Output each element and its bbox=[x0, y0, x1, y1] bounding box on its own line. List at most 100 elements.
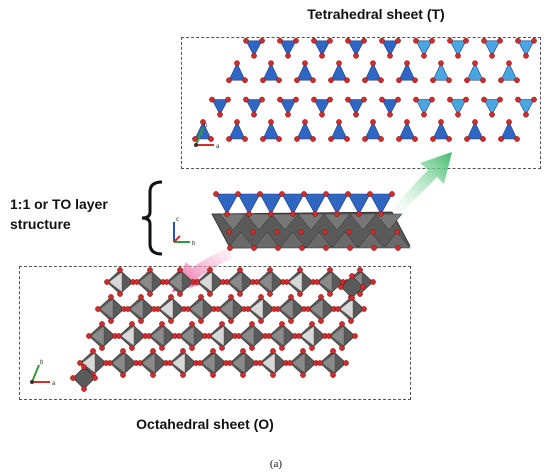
oxygen-atom bbox=[300, 372, 306, 378]
oxygen-atom bbox=[412, 77, 418, 84]
oxygen-atom bbox=[198, 318, 204, 324]
oxygen-atom bbox=[108, 318, 114, 324]
tetrahedron-side bbox=[325, 193, 349, 215]
oxygen-atom bbox=[328, 136, 334, 142]
to-layer-model bbox=[211, 191, 411, 251]
oxygen-atom bbox=[249, 345, 255, 351]
oxygen-atom bbox=[208, 136, 214, 142]
oxygen-atom bbox=[224, 211, 230, 217]
tetrahedron bbox=[466, 121, 484, 140]
axis-c-label: c bbox=[176, 217, 179, 223]
oxygen-atom bbox=[290, 211, 296, 217]
oxygen-atom bbox=[258, 318, 264, 324]
tetrahedron bbox=[483, 99, 501, 116]
oxygen-atom bbox=[125, 306, 131, 312]
tetrahedron bbox=[517, 99, 535, 116]
oxygen-atom bbox=[455, 111, 461, 118]
octahedron-face bbox=[111, 352, 126, 374]
oxygen-atom bbox=[189, 321, 195, 327]
octahedron-side bbox=[349, 213, 377, 231]
oxygen-atom bbox=[293, 96, 299, 103]
oxygen-atom bbox=[378, 136, 384, 142]
oxygen-atom bbox=[430, 136, 436, 142]
oxygen-atom bbox=[150, 372, 156, 378]
axis-b-label-oct: b bbox=[40, 360, 44, 366]
octahedron-side bbox=[297, 213, 325, 231]
oxygen-atom bbox=[185, 306, 191, 312]
octahedron-face bbox=[339, 298, 354, 320]
layer-structure-label-line1: 1:1 or TO layer bbox=[10, 196, 108, 212]
oxygen-atom bbox=[294, 136, 300, 142]
oxygen-atom bbox=[90, 348, 96, 354]
oxygen-atom bbox=[279, 191, 285, 197]
oxygen-atom bbox=[339, 321, 345, 327]
oxygen-atom bbox=[319, 52, 325, 59]
octahedron-face bbox=[231, 352, 246, 374]
tetrahedron bbox=[262, 121, 280, 140]
oxygen-atom bbox=[277, 37, 283, 44]
oxygen-atom bbox=[378, 77, 384, 84]
tetrahedron bbox=[211, 99, 229, 116]
oxygen-atom bbox=[176, 333, 182, 339]
oxygen-atom bbox=[237, 291, 243, 297]
oxygen-atom bbox=[311, 37, 317, 44]
oxygen-atom bbox=[226, 77, 232, 84]
octahedron-side bbox=[245, 213, 273, 231]
oxygen-atom bbox=[251, 245, 257, 251]
octahedron-side-lower bbox=[253, 231, 281, 249]
tetrahedron bbox=[398, 121, 416, 140]
oxygen-atom bbox=[117, 291, 123, 297]
oxygen-atom bbox=[129, 321, 135, 327]
oxygen-atom bbox=[327, 267, 333, 273]
oxygen-atom bbox=[246, 211, 252, 217]
octahedron-face bbox=[150, 325, 165, 347]
oxygen-atom bbox=[219, 321, 225, 327]
oxygen-atom bbox=[107, 360, 113, 366]
oxygen-atom bbox=[352, 333, 358, 339]
tetrahedron bbox=[347, 40, 365, 57]
tetrahedron bbox=[466, 62, 484, 81]
oxygen-atom bbox=[489, 52, 495, 59]
oxygen-atom bbox=[311, 96, 317, 103]
octahedron-side-lower bbox=[357, 231, 385, 249]
octahedron-face bbox=[318, 271, 333, 293]
oxygen-atom bbox=[378, 211, 384, 217]
axis-triad-octahedral: a b bbox=[30, 360, 56, 387]
tetrahedron bbox=[330, 62, 348, 81]
oxygen-atom bbox=[120, 348, 126, 354]
oxygen-atom bbox=[489, 111, 495, 118]
oxygen-atom bbox=[447, 96, 453, 103]
oxygen-atom bbox=[276, 136, 282, 142]
oxygen-atom bbox=[330, 348, 336, 354]
oxygen-atom bbox=[266, 333, 272, 339]
oxygen-atom bbox=[108, 294, 114, 300]
oxygen-atom bbox=[86, 333, 92, 339]
oxygen-atom bbox=[242, 77, 248, 84]
octahedron-face bbox=[138, 271, 153, 293]
oxygen-atom bbox=[268, 211, 274, 217]
oxygen-atom bbox=[180, 348, 186, 354]
oxygen-atom bbox=[225, 96, 231, 103]
oxygen-atom bbox=[345, 191, 351, 197]
layer-structure-label: 1:1 or TO layer structure bbox=[10, 194, 150, 234]
oxygen-atom bbox=[346, 229, 352, 235]
layer-structure-label-line2: structure bbox=[10, 216, 71, 232]
octahedron-face bbox=[240, 325, 255, 347]
oxygen-atom bbox=[228, 294, 234, 300]
oxygen-atom bbox=[210, 348, 216, 354]
oxygen-atom bbox=[243, 37, 249, 44]
octahedron-face bbox=[189, 298, 204, 320]
oxygen-atom bbox=[523, 111, 529, 118]
oxygen-atom bbox=[498, 77, 504, 84]
oxygen-atom bbox=[207, 291, 213, 297]
oxygen-atom bbox=[446, 136, 452, 142]
octahedral-sheet-lattice bbox=[70, 267, 376, 392]
oxygen-atom bbox=[249, 321, 255, 327]
oxygen-atom bbox=[344, 77, 350, 84]
oxygen-atom bbox=[357, 267, 363, 273]
oxygen-atom bbox=[81, 364, 87, 370]
figure-caption: (a) bbox=[269, 458, 283, 470]
tetrahedron bbox=[449, 99, 467, 116]
oxygen-atom bbox=[210, 372, 216, 378]
oxygen-atom bbox=[370, 60, 376, 67]
